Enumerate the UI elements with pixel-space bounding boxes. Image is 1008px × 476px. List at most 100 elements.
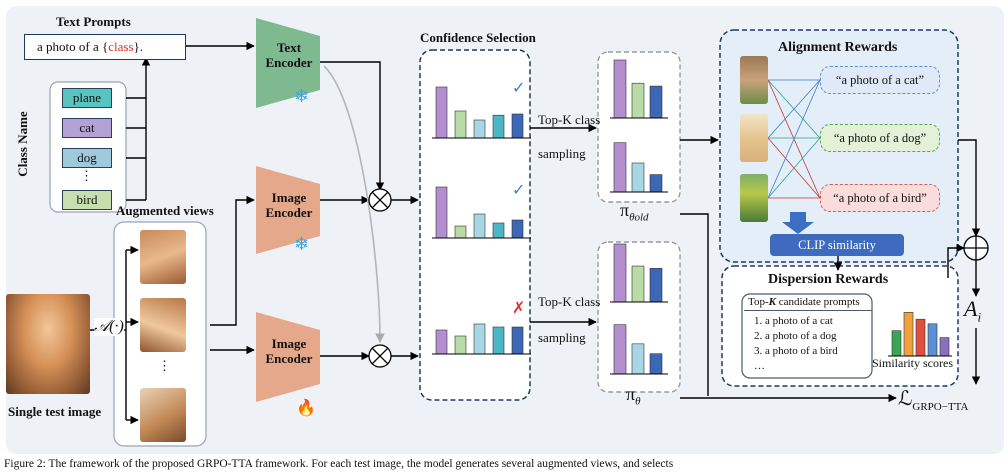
conf3-bar-5 — [511, 326, 524, 355]
image-encoder-bottom-label: Image Encoder — [265, 336, 313, 366]
topk-old1-bar-3 — [649, 85, 663, 119]
advantage-label: Ai — [964, 296, 981, 325]
conf1-bar-3 — [473, 119, 486, 139]
pi-symbol: π — [626, 384, 636, 404]
down-arrow-icon — [782, 212, 814, 234]
augmented-view-1 — [140, 230, 186, 284]
score-bar-2 — [903, 311, 914, 357]
candidate-item: 3. a photo of a bird — [754, 345, 838, 357]
text-encoder — [256, 18, 320, 108]
oplus — [963, 235, 989, 261]
align-prompt-bird: “a photo of a bird” — [820, 184, 940, 212]
topk-old1-bar-2 — [631, 82, 645, 119]
text-prompts-title: Text Prompts — [56, 14, 131, 29]
loss-symbol: ℒ — [898, 388, 913, 410]
image-encoder-top-label: Image Encoder — [265, 190, 313, 220]
topk-old2-bar-1 — [613, 142, 627, 193]
class-list-group — [49, 81, 127, 213]
image-encoder-bottom — [256, 312, 320, 402]
pi-new-subscript: θ — [635, 395, 641, 408]
snowflake-icon: ❄ — [294, 234, 310, 254]
candidate-item: 2. a photo of a dog — [754, 330, 837, 342]
topk-new-chart-1 — [610, 243, 668, 303]
augmented-views-label: Augmented views — [116, 203, 214, 218]
pi-symbol: π — [620, 200, 630, 220]
prompt-suffix: }. — [133, 39, 144, 54]
conf1-bar-1 — [435, 86, 448, 139]
topk-old-chart-2 — [610, 142, 668, 193]
topk-old2-bar-2 — [631, 162, 645, 193]
alignment-rewards-title: Alignment Rewards — [778, 40, 898, 55]
confidence-selection-title: Confidence Selection — [420, 30, 536, 45]
confidence-chart-2 — [432, 186, 531, 239]
topk-new1-bar-2 — [631, 265, 645, 303]
check-icon: ✓ — [512, 80, 526, 97]
conf3-bar-4 — [492, 326, 505, 355]
confidence-chart-1 — [432, 86, 531, 139]
topk-new2-bar-3 — [649, 353, 663, 375]
cat-photo — [740, 56, 768, 104]
similarity-scores-label: Similarity scores — [872, 356, 953, 370]
text-encoder-label: Text Encoder — [265, 40, 313, 70]
topk-class-text: Top-K class — [538, 294, 601, 309]
single-test-image — [6, 294, 90, 394]
candidate-title-prefix: Top- — [748, 296, 769, 308]
advantage-symbol: A — [964, 296, 978, 321]
class-ellipsis: ⋮ — [80, 168, 93, 183]
topk-new2-bar-2 — [631, 343, 645, 375]
candidate-item: 1. a photo of a cat — [754, 315, 833, 327]
snowflake-icon: ❄ — [294, 86, 310, 106]
clip-similarity-box: CLIP similarity — [770, 234, 904, 256]
dispersion-rewards-title: Dispersion Rewards — [768, 272, 889, 287]
align-prompt-cat: “a photo of a cat” — [820, 66, 940, 94]
alignment-links — [767, 79, 821, 199]
score-bar-4 — [927, 323, 938, 357]
sampling-word-top: sampling — [538, 146, 586, 161]
cross-icon: ✗ — [512, 300, 526, 317]
fire-icon: 🔥 — [296, 400, 316, 417]
candidate-title-k: K — [768, 296, 776, 308]
topk-new2-bar-1 — [613, 324, 627, 375]
class-item-bird: bird — [62, 190, 112, 210]
prompt-prefix: a photo of a { — [37, 39, 109, 54]
check-icon: ✓ — [512, 182, 526, 199]
conf2-bar-4 — [492, 222, 505, 239]
conf2-bar-1 — [435, 186, 448, 239]
augmented-view-2 — [140, 298, 186, 352]
advantage-subscript: i — [977, 309, 982, 325]
augment-function: 𝒜(·) — [94, 318, 124, 336]
otimes-bottom — [368, 344, 392, 368]
class-item-dog: dog — [62, 148, 112, 168]
topk-new1-bar-3 — [649, 268, 663, 303]
class-item-cat: cat — [62, 118, 112, 138]
candidate-prompts-title: Top-K candidate prompts — [748, 296, 860, 308]
topk-new-chart-2 — [610, 324, 668, 375]
otimes-top — [368, 188, 392, 212]
conf1-bar-4 — [492, 114, 505, 139]
candidate-title-suffix: candidate prompts — [775, 296, 860, 308]
figure-caption: Figure 2: The framework of the proposed … — [4, 458, 674, 470]
score-bar-3 — [915, 318, 926, 357]
candidate-prompts-box — [741, 293, 873, 379]
dog-photo — [740, 114, 768, 162]
score-bar-1 — [891, 330, 902, 357]
similarity-scores-chart — [888, 311, 952, 357]
augmented-ellipsis: ⋮ — [158, 358, 171, 373]
topk-old-chart-1 — [610, 59, 668, 119]
conf2-bar-5 — [511, 219, 524, 239]
bird-photo — [740, 174, 768, 222]
topk-sampling-label-bottom: Top-K class — [538, 294, 600, 310]
topk-old2-bar-3 — [649, 174, 663, 193]
class-name-label: Class Name — [15, 111, 30, 177]
pi-theta-label: πθ — [626, 384, 641, 408]
topk-old1-bar-1 — [613, 59, 627, 119]
loss-label: ℒGRPO−TTA — [898, 386, 968, 413]
loss-subscript: GRPO−TTA — [912, 401, 969, 413]
conf3-bar-2 — [454, 335, 467, 355]
pi-theta-old-label: πθold — [620, 200, 649, 224]
align-prompt-dog: “a photo of a dog” — [820, 124, 940, 152]
conf3-bar-1 — [435, 329, 448, 355]
candidate-divider — [744, 310, 872, 311]
conf2-bar-2 — [454, 225, 467, 239]
prompt-class-token: class — [108, 39, 134, 54]
